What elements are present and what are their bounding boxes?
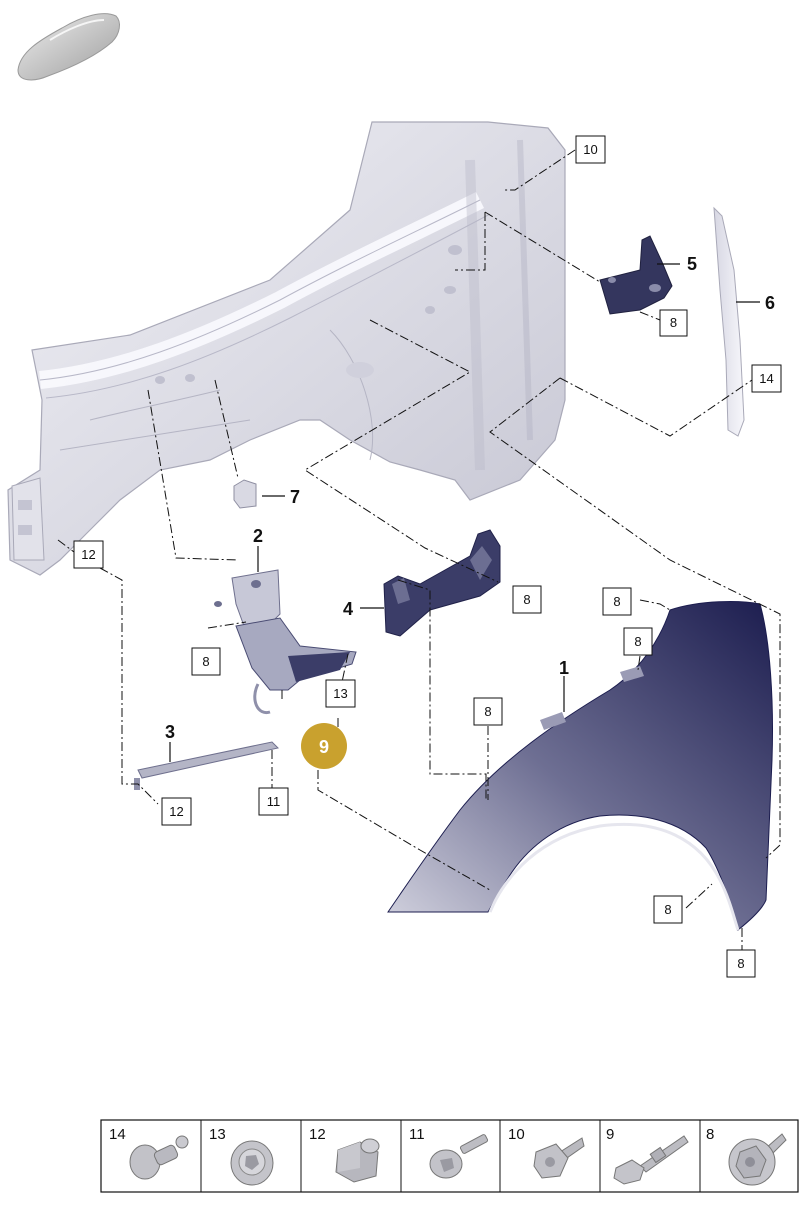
- callout-8-wheel1: 8: [653, 895, 683, 924]
- part-number-3: 3: [165, 722, 175, 742]
- part-number-2: 2: [253, 526, 263, 546]
- fastener-legend: 14 13 12 11 10 9 8: [100, 1119, 799, 1193]
- callout-8-fender-top2: 8: [623, 627, 653, 656]
- part-4-bracket: [383, 529, 501, 637]
- fastener-12-hex-nut-icon: [335, 1138, 380, 1183]
- part-6-seal-strip: [713, 206, 745, 437]
- legend-label-10: 10: [508, 1126, 525, 1143]
- legend-label-11: 11: [409, 1126, 425, 1143]
- callout-8-label: 8: [613, 594, 620, 609]
- callout-12-left: 12: [73, 540, 104, 569]
- legend-label-12: 12: [309, 1126, 326, 1143]
- part-1-fender: [387, 601, 773, 931]
- callout-8-part2: 8: [191, 647, 221, 676]
- part-7-bracket: [233, 479, 257, 509]
- part-number-5: 5: [687, 254, 697, 274]
- callout-11-label: 11: [267, 794, 281, 809]
- callout-12-label: 12: [169, 804, 183, 819]
- callout-8-part4: 8: [512, 585, 542, 614]
- callout-8-label: 8: [484, 704, 491, 719]
- fastener-14-push-clip-icon: [129, 1135, 189, 1180]
- fastener-8-flange-bolt-icon: [728, 1133, 787, 1186]
- legend-label-14: 14: [109, 1126, 126, 1143]
- callout-12-bottom: 12: [161, 797, 192, 826]
- legend-label-13: 13: [209, 1126, 226, 1143]
- part-5-bracket: [599, 235, 673, 315]
- callout-8-label: 8: [634, 634, 641, 649]
- legend-label-9: 9: [606, 1126, 614, 1143]
- callout-8-label: 8: [670, 315, 677, 330]
- callout-9-highlight-badge: 9: [301, 723, 347, 769]
- part-3-rod: [134, 741, 279, 790]
- callout-8-label: 8: [523, 592, 530, 607]
- part-2-bracket: [214, 569, 357, 715]
- callout-8-fender-top: 8: [602, 587, 632, 616]
- fastener-13-flange-nut-icon: [230, 1140, 274, 1186]
- callout-11: 11: [258, 787, 289, 816]
- fastener-11-bolt-icon: [429, 1134, 489, 1179]
- part-number-6: 6: [765, 293, 775, 313]
- callout-12-label: 12: [81, 547, 95, 562]
- callout-10: 10: [575, 135, 606, 164]
- body-front-structure: [7, 121, 566, 576]
- callout-14-label: 14: [759, 371, 773, 386]
- callout-8-label: 8: [202, 654, 209, 669]
- callout-8-label: 8: [737, 956, 744, 971]
- callout-8-wheel2: 8: [726, 949, 756, 978]
- leader-lines: [57, 149, 781, 952]
- callout-8-fender-mid: 8: [473, 697, 503, 726]
- callout-8-bracket5: 8: [659, 309, 688, 337]
- callout-8-label: 8: [664, 902, 671, 917]
- callout-10-label: 10: [583, 142, 597, 157]
- callout-9-label: 9: [319, 737, 329, 757]
- callout-13-label: 13: [333, 686, 347, 701]
- callout-13: 13: [325, 679, 356, 708]
- fastener-10-screw-icon: [533, 1137, 585, 1179]
- callout-14: 14: [751, 364, 782, 393]
- part-number-1: 1: [559, 658, 569, 678]
- part-number-4: 4: [343, 599, 353, 619]
- legend-label-8: 8: [706, 1126, 714, 1143]
- vehicle-thumbnail-icon: [17, 13, 120, 81]
- solid-leaders: [169, 263, 760, 762]
- part-number-7: 7: [290, 487, 300, 507]
- fastener-9-long-bolt-icon: [613, 1135, 689, 1185]
